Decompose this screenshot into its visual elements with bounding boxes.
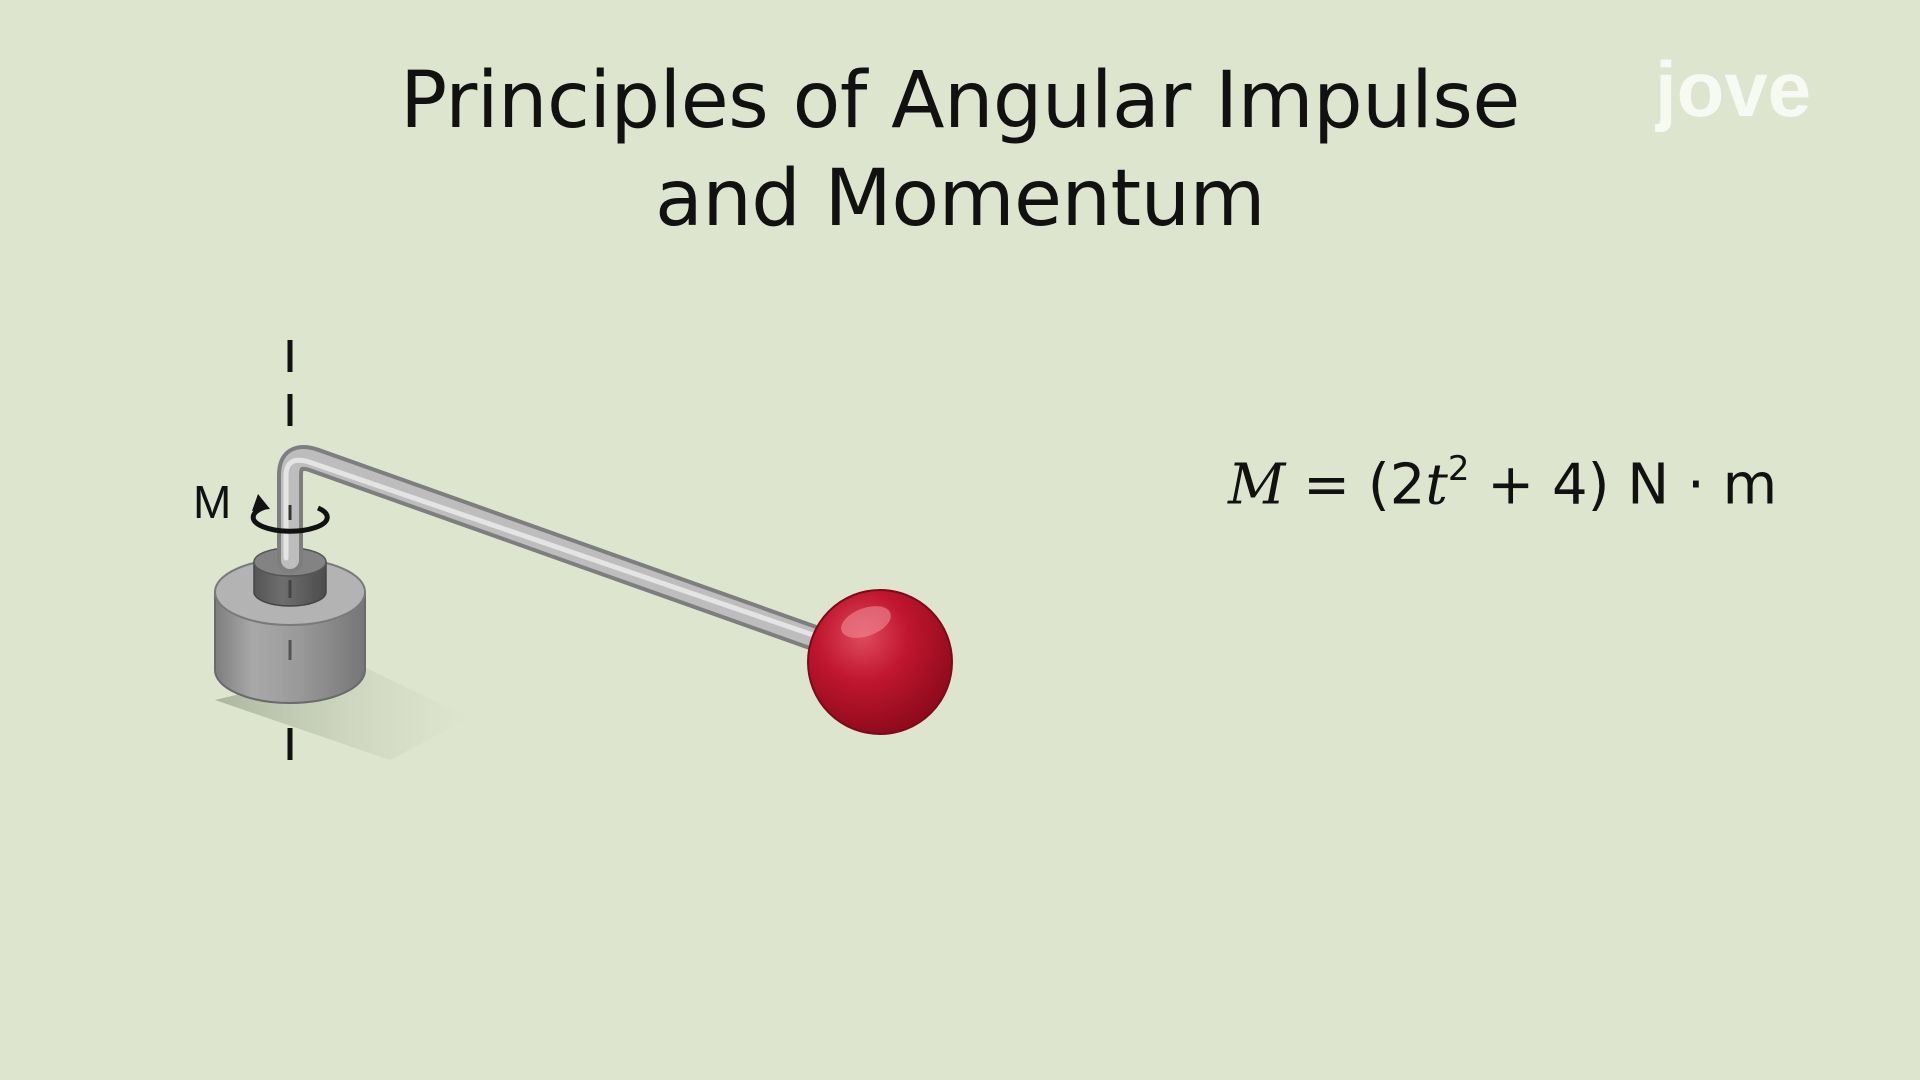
red-ball <box>807 589 953 735</box>
equation-part-2: + 4) N · m <box>1469 452 1778 518</box>
equation-moment-symbol: M <box>1228 452 1286 518</box>
moment-arrow-icon <box>250 494 330 534</box>
equation-time-variable: t <box>1425 452 1448 518</box>
bent-rod <box>277 445 833 653</box>
slide-title-line-2: and Momentum <box>655 154 1265 244</box>
jove-logo-text: jove <box>1655 56 1811 133</box>
slide-title-line-1: Principles of Angular Impulse <box>400 56 1520 146</box>
equation-exponent: 2 <box>1447 449 1470 489</box>
moment-label: M <box>193 476 231 528</box>
moment-equation: M = (2t2 + 4) N · m <box>1228 438 1777 521</box>
jove-logo: jove <box>1655 56 1811 133</box>
equation-part-1: = (2 <box>1285 452 1426 518</box>
slide-title: Principles of Angular Impulse and Moment… <box>0 52 1920 248</box>
